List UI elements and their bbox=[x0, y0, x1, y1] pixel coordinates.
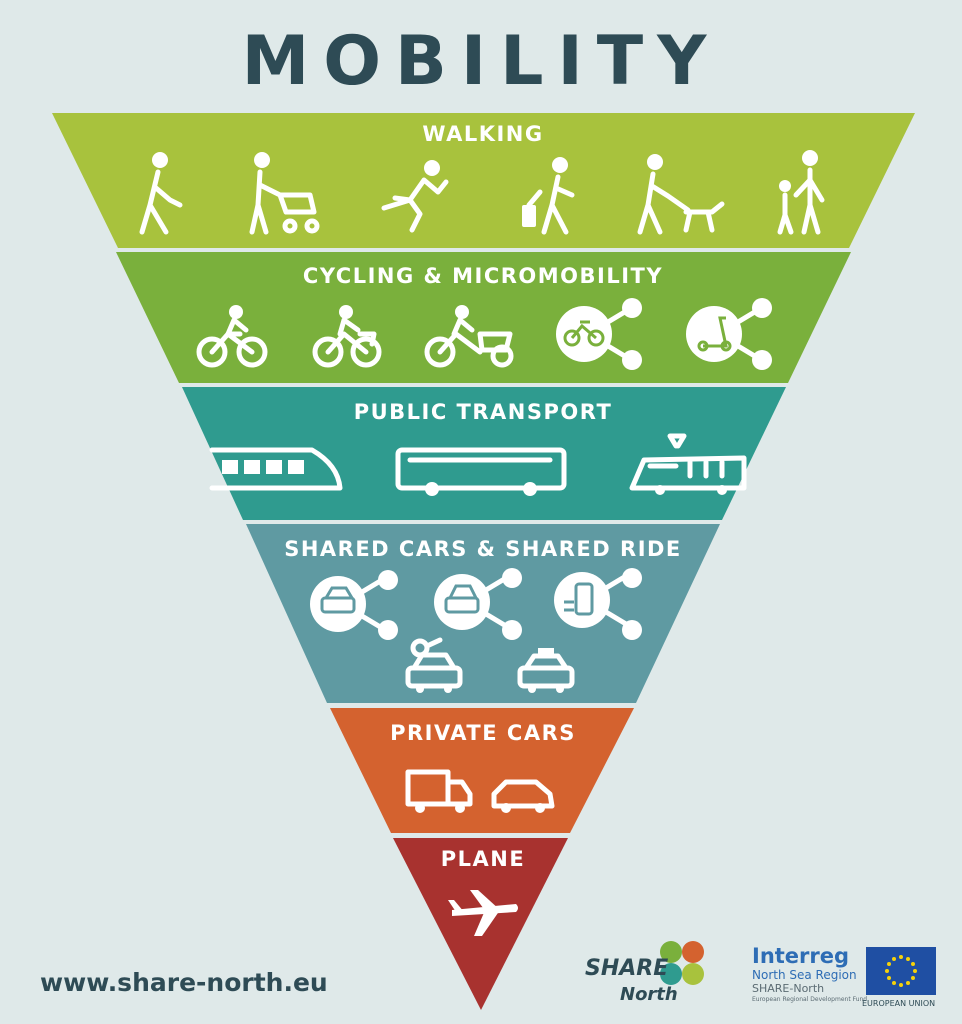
city-bike-rider-icon bbox=[312, 305, 382, 368]
bus-icon bbox=[395, 447, 567, 496]
share-north-logo-icon bbox=[660, 941, 704, 985]
share-logo-text: SHARE bbox=[585, 956, 669, 981]
airplane-icon bbox=[448, 890, 518, 936]
adult-and-child-icon bbox=[777, 150, 825, 235]
tier-public-transport-label: PUBLIC TRANSPORT bbox=[354, 400, 613, 424]
shared-ride-icon bbox=[434, 568, 522, 640]
interreg-fund: European Regional Development Fund bbox=[752, 996, 868, 1003]
person-with-suitcase-icon bbox=[522, 157, 575, 235]
running-person-icon bbox=[381, 160, 449, 233]
interreg-project: SHARE-North bbox=[752, 982, 825, 995]
north-logo-text: North bbox=[620, 984, 678, 1005]
bicycle-rider-icon bbox=[196, 305, 268, 368]
eu-flag-icon bbox=[866, 947, 936, 995]
eu-label: EUROPEAN UNION bbox=[862, 999, 936, 1008]
tier-walking-label: WALKING bbox=[422, 122, 543, 146]
truck-icon bbox=[405, 769, 473, 813]
walking-person-icon bbox=[139, 152, 183, 235]
train-icon bbox=[209, 447, 343, 491]
shared-scooter-icon bbox=[686, 298, 772, 370]
shared-car-icon bbox=[310, 570, 398, 640]
car-icon bbox=[491, 779, 555, 813]
interreg-logo: Interreg North Sea Region SHARE-North Eu… bbox=[752, 944, 868, 1004]
person-with-stroller-icon bbox=[249, 152, 320, 235]
taxi-icon bbox=[517, 648, 575, 693]
person-walking-dog-icon bbox=[637, 154, 725, 235]
tier-cycling-label: CYCLING & MICROMOBILITY bbox=[303, 264, 663, 288]
interreg-title: Interreg bbox=[752, 944, 850, 968]
tram-icon bbox=[629, 433, 747, 495]
tier-cycling-band bbox=[116, 252, 851, 383]
tier-private-cars-label: PRIVATE CARS bbox=[390, 721, 576, 745]
website-url[interactable]: www.share-north.eu bbox=[40, 968, 328, 997]
tier-plane-label: PLANE bbox=[441, 847, 525, 871]
ride-app-icon bbox=[554, 568, 642, 640]
interreg-region: North Sea Region bbox=[752, 968, 857, 982]
cargo-bike-rider-icon bbox=[424, 305, 514, 368]
tier-shared-cars-label: SHARED CARS & SHARED RIDE bbox=[284, 537, 682, 561]
shared-bike-icon bbox=[556, 298, 642, 370]
car-with-key-icon bbox=[405, 637, 463, 693]
